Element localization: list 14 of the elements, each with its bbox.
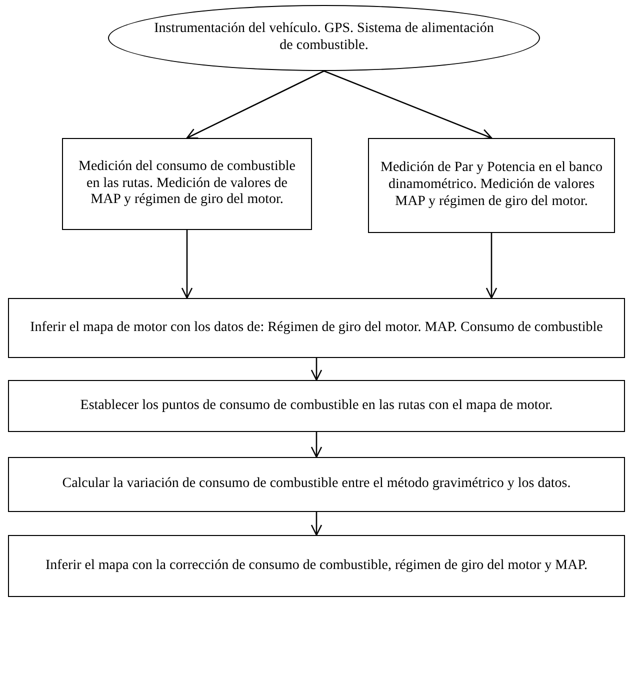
arrow <box>310 432 322 458</box>
arrow <box>186 70 324 139</box>
process-box: Calcular la variación de consumo de combustible entre el método gravimétrico y los datos. <box>8 457 625 512</box>
start-ellipse: Instrumentación del vehículo. GPS. Sistema de alimentación de combustible. <box>108 5 540 71</box>
process-box: Medición del consumo de combustible en las rutas. Medición de valores de MAP y régimen de giro del motor. <box>62 138 312 230</box>
process-box: Inferir el mapa de motor con los datos de: Régimen de giro del motor. MAP. Consumo de combustible <box>8 298 625 358</box>
process-box: Medición de Par y Potencia en el banco dinamométrico. Medición de valores MAP y régimen de giro del motor. <box>368 138 615 233</box>
process-box: Inferir el mapa con la corrección de consumo de combustible, régimen de giro del motor y MAP. <box>8 535 625 597</box>
process-box: Establecer los puntos de consumo de combustible en las rutas con el mapa de motor. <box>8 380 625 432</box>
arrow <box>310 358 322 381</box>
arrow <box>181 230 193 299</box>
arrow <box>324 70 492 140</box>
arrow <box>310 512 322 536</box>
arrow <box>486 233 498 299</box>
